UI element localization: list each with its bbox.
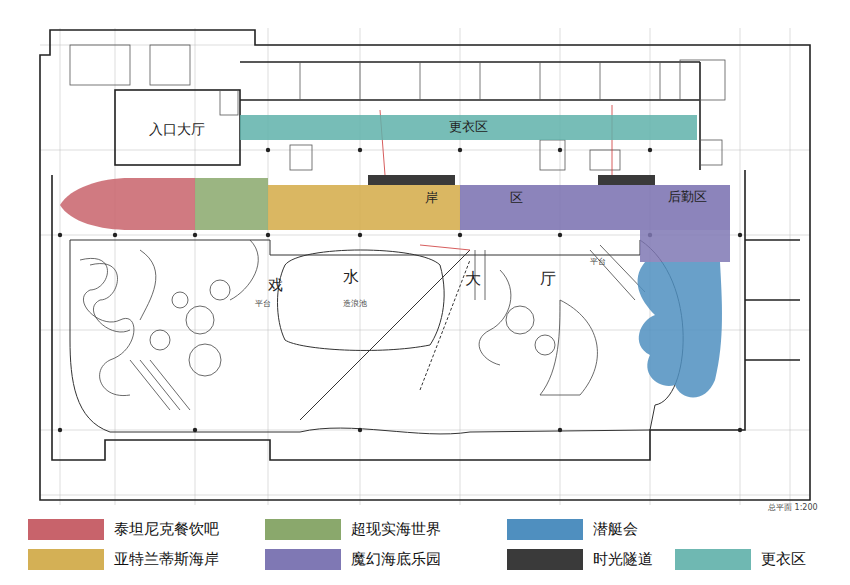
legend-swatch [675, 549, 751, 570]
legend-label: 亚特兰蒂斯海岸 [114, 551, 219, 568]
legend-swatch [507, 549, 583, 570]
room-partitions [70, 45, 725, 170]
grid-lines [40, 28, 810, 505]
legend-label: 潜艇会 [593, 521, 638, 538]
hall-outline [70, 240, 683, 434]
plan-label: 后勤区 [668, 190, 707, 204]
walls [40, 30, 810, 500]
zone-label: 入口大厅 [149, 122, 205, 137]
plan-label: 水 [343, 268, 359, 286]
plan-label: 大 [465, 270, 481, 288]
plan-label: 造浪池 [343, 300, 367, 309]
plan-label: 总平面 1:200 [768, 504, 818, 513]
zone-label: 岸 [425, 191, 438, 205]
legend-swatch [28, 519, 104, 540]
time-tunnel [598, 175, 655, 185]
legend-label: 魔幻海底乐园 [351, 551, 441, 568]
legend-label: 超现实海世界 [351, 521, 441, 538]
legend-label: 时光隧道 [593, 551, 653, 568]
time-tunnel [368, 175, 455, 185]
zone-label: 区 [510, 191, 523, 205]
slides [80, 240, 645, 410]
plan-label: 平台 [590, 258, 606, 267]
sea-world-zone [195, 178, 268, 230]
zone-label: 更衣区 [449, 120, 488, 134]
restaurant-zone [60, 178, 195, 230]
zone-box: 更衣区 [240, 115, 697, 140]
columns [58, 148, 742, 432]
legend-swatch [265, 549, 341, 570]
legend-swatch [265, 519, 341, 540]
legend-swatch [28, 549, 104, 570]
submarine-zone [638, 262, 722, 398]
park-zone-extension [640, 230, 730, 262]
zone-box: 岸 [268, 185, 460, 230]
legend-swatch [507, 519, 583, 540]
zones [60, 175, 730, 398]
plan-label: 平台 [255, 300, 271, 309]
legend-label: 泰坦尼克餐饮吧 [114, 521, 219, 538]
legend-label: 更衣区 [761, 551, 806, 568]
plan-label: 戏 [268, 277, 283, 294]
plan-label: 厅 [540, 270, 556, 288]
zone-box: 入口大厅 [115, 92, 238, 164]
